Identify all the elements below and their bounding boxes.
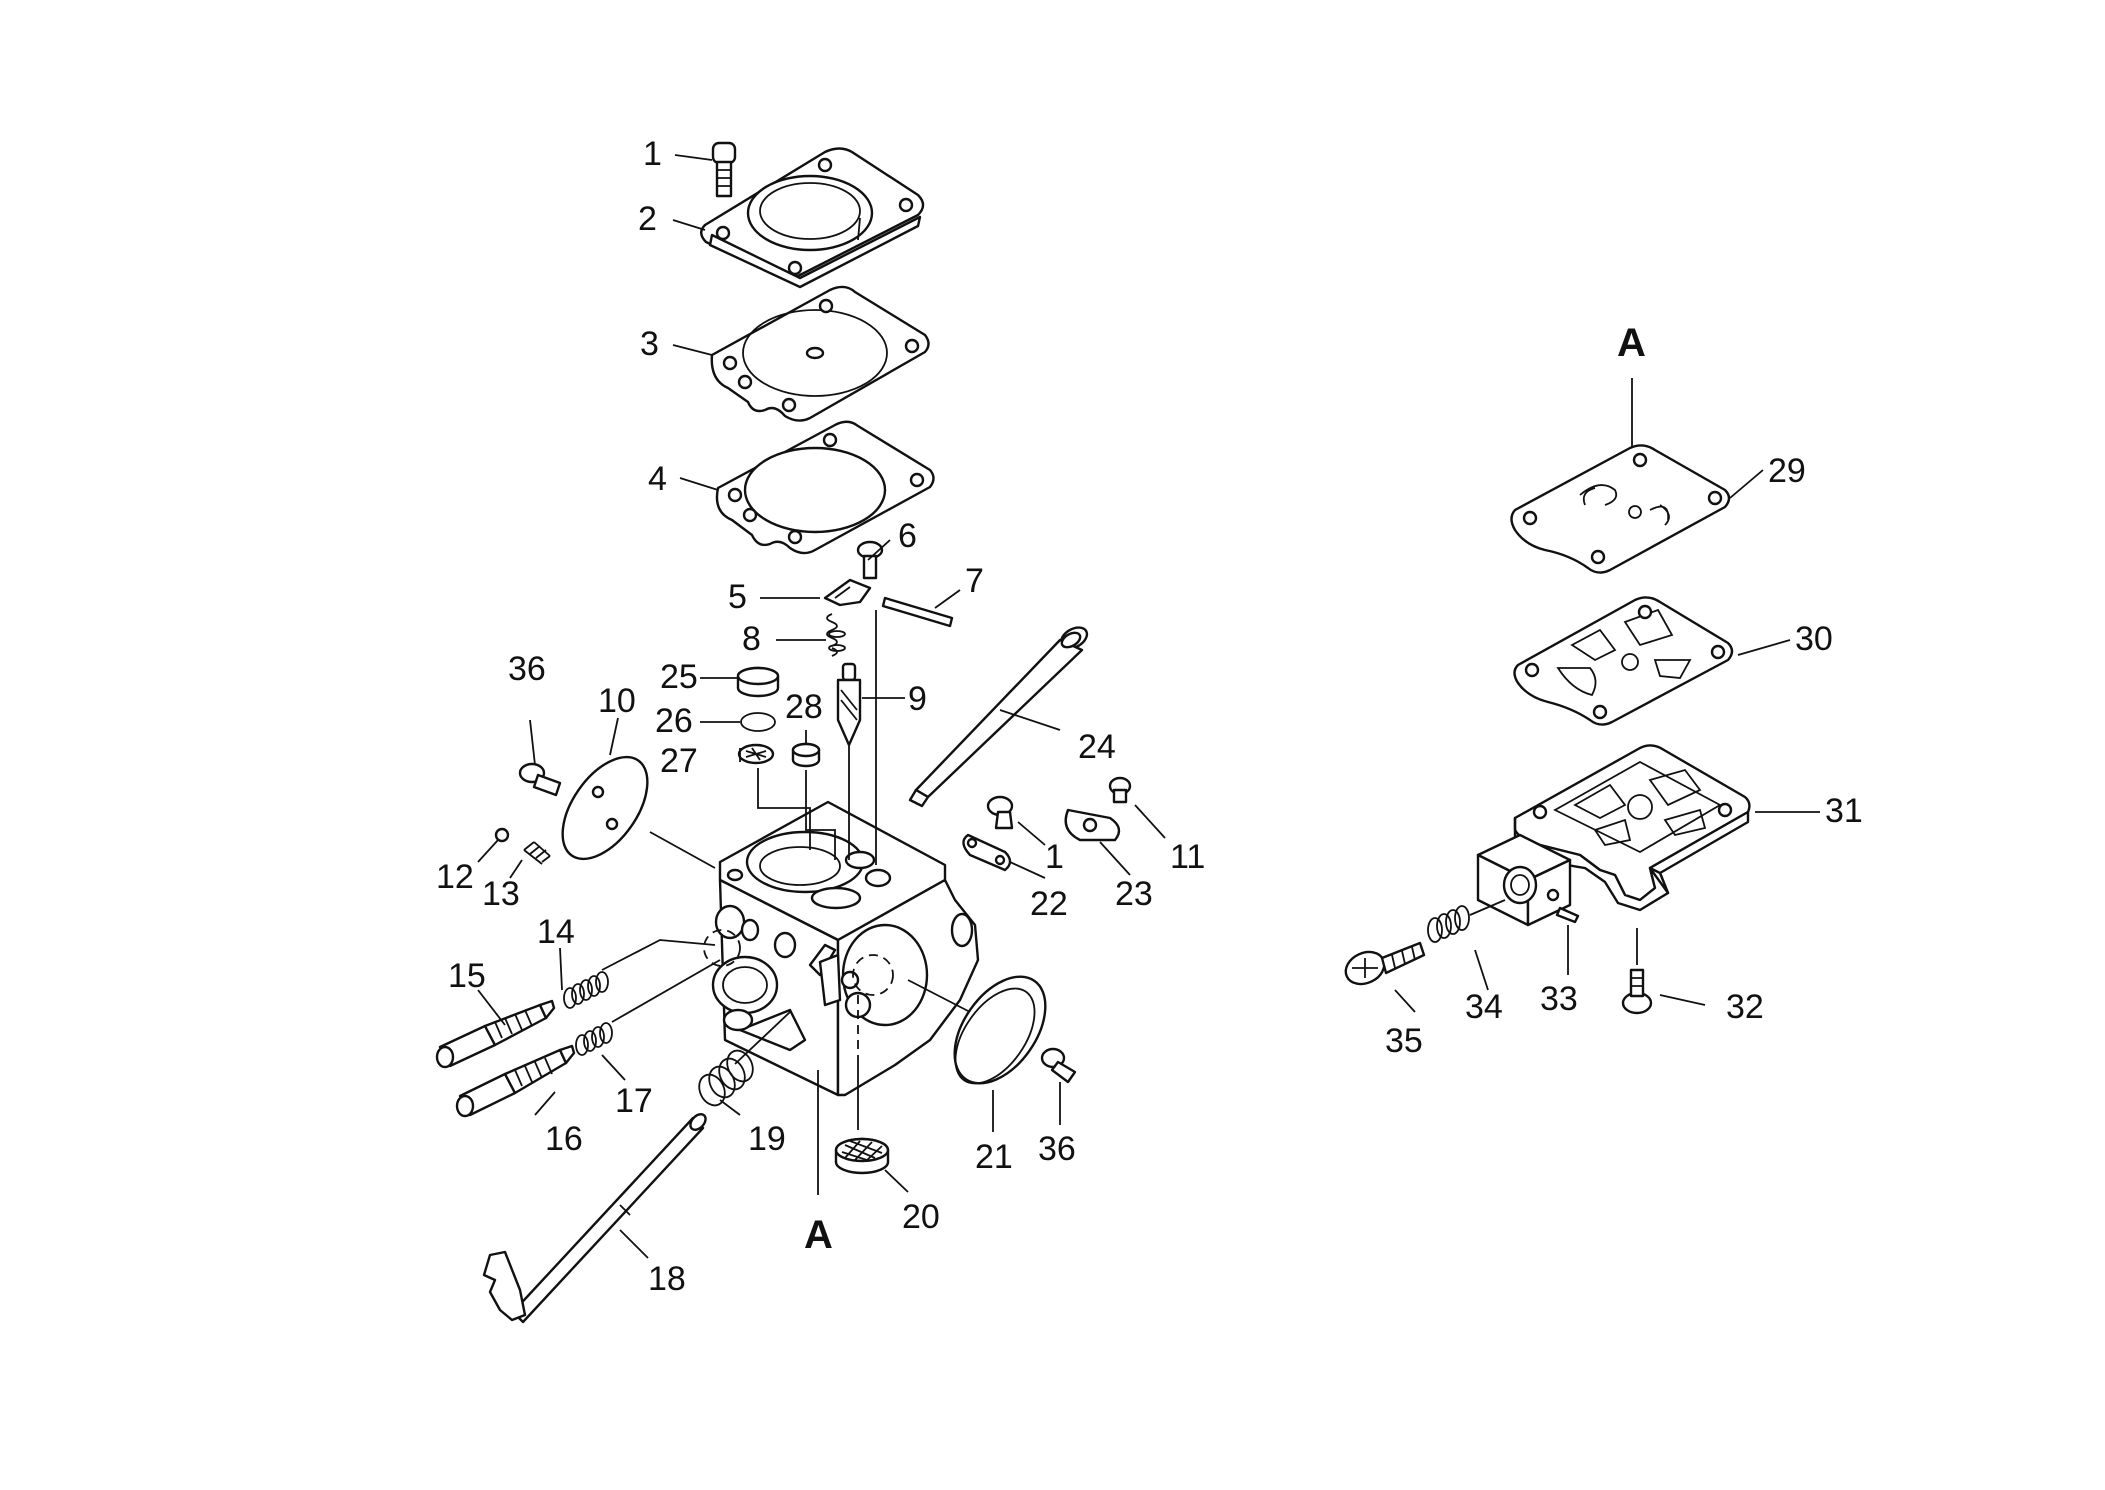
callout-17: 17 <box>615 1082 653 1120</box>
callout-32: 32 <box>1726 988 1764 1026</box>
part-6-screw <box>856 540 884 580</box>
callout-10: 10 <box>598 682 636 720</box>
part-27-screen <box>737 743 775 765</box>
part-15-adjusting-needle <box>435 999 556 1069</box>
part-29-gasket <box>1510 444 1731 574</box>
callout-21: 21 <box>975 1138 1013 1176</box>
part-19-spring <box>698 1049 754 1107</box>
part-8-spring <box>826 613 846 657</box>
callout-1b: 1 <box>1045 838 1064 876</box>
callout-5: 5 <box>728 578 747 616</box>
callout-27: 27 <box>660 742 698 780</box>
part-9-inlet-needle <box>836 662 862 747</box>
callout-29: 29 <box>1768 452 1806 490</box>
callout-16: 16 <box>545 1120 583 1158</box>
part-4-gasket <box>715 420 935 555</box>
part-35-screw <box>1344 941 1426 986</box>
carburetor-body <box>703 800 980 1097</box>
part-30-gasket <box>1513 596 1734 726</box>
part-16-adjusting-needle <box>455 1044 576 1118</box>
part-26-o-ring <box>740 712 776 732</box>
callout-14: 14 <box>537 913 575 951</box>
callout-13: 13 <box>482 875 520 913</box>
part-12-ball <box>494 827 510 843</box>
part-11-screw <box>1108 776 1132 804</box>
part-28-plug <box>791 742 821 768</box>
part-36-screw-lower <box>1040 1047 1077 1084</box>
callout-12: 12 <box>436 858 474 896</box>
part-7-pin <box>881 596 954 628</box>
part-5-needle-lever <box>823 578 872 607</box>
part-2-pump-cover <box>700 147 925 289</box>
part-3-pump-diaphragm <box>710 285 930 422</box>
part-18-choke-shaft <box>482 1113 707 1324</box>
part-23-cover <box>1064 808 1121 842</box>
part-33-pin <box>1555 906 1580 924</box>
part-22-plate <box>962 833 1012 872</box>
leader-lines-left <box>477 154 1166 1259</box>
part-17-spring <box>575 1022 613 1056</box>
part-13-spring <box>523 841 551 865</box>
callout-24: 24 <box>1078 728 1116 766</box>
callout-9: 9 <box>908 680 927 718</box>
part-24-throttle-shaft <box>908 626 1089 808</box>
callout-22: 22 <box>1030 885 1068 923</box>
part-21-disk <box>953 975 1047 1085</box>
part-25-ring <box>736 666 780 698</box>
part-1-screw <box>711 141 737 198</box>
callout-35: 35 <box>1385 1022 1423 1060</box>
callout-labels: 1 2 3 4 5 6 7 8 9 10 11 12 13 14 15 16 1… <box>436 135 1863 1298</box>
callout-18: 18 <box>648 1260 686 1298</box>
part-14-spring <box>563 971 609 1009</box>
callout-4: 4 <box>648 460 667 498</box>
part-1-screw-lower <box>986 795 1014 830</box>
part-36-screw-upper <box>518 762 562 797</box>
callout-8: 8 <box>742 620 761 658</box>
callout-33: 33 <box>1540 980 1578 1018</box>
callout-30: 30 <box>1795 620 1833 658</box>
callout-36b: 36 <box>1038 1130 1076 1168</box>
callout-23: 23 <box>1115 875 1153 913</box>
callout-2: 2 <box>638 200 657 238</box>
part-32-screw <box>1621 968 1653 1015</box>
callout-11: 11 <box>1170 838 1205 876</box>
callout-7: 7 <box>965 562 984 600</box>
callout-31: 31 <box>1825 792 1863 830</box>
callout-34: 34 <box>1465 988 1503 1026</box>
callout-26: 26 <box>655 702 693 740</box>
callout-20: 20 <box>902 1198 940 1236</box>
callout-6: 6 <box>898 517 917 555</box>
leader-lines-right <box>1394 378 1820 1013</box>
connector-a-left: A <box>804 1213 833 1257</box>
part-10-throttle-plate <box>561 755 649 861</box>
callout-28: 28 <box>785 688 823 726</box>
part-20-filter <box>834 1137 890 1175</box>
callout-25: 25 <box>660 658 698 696</box>
part-34-spring <box>1427 905 1470 943</box>
callout-19: 19 <box>748 1120 786 1158</box>
callout-15: 15 <box>448 957 486 995</box>
callout-36a: 36 <box>508 650 546 688</box>
connector-a-right: A <box>1617 321 1646 365</box>
callout-3: 3 <box>640 325 659 363</box>
callout-1a: 1 <box>643 135 662 173</box>
